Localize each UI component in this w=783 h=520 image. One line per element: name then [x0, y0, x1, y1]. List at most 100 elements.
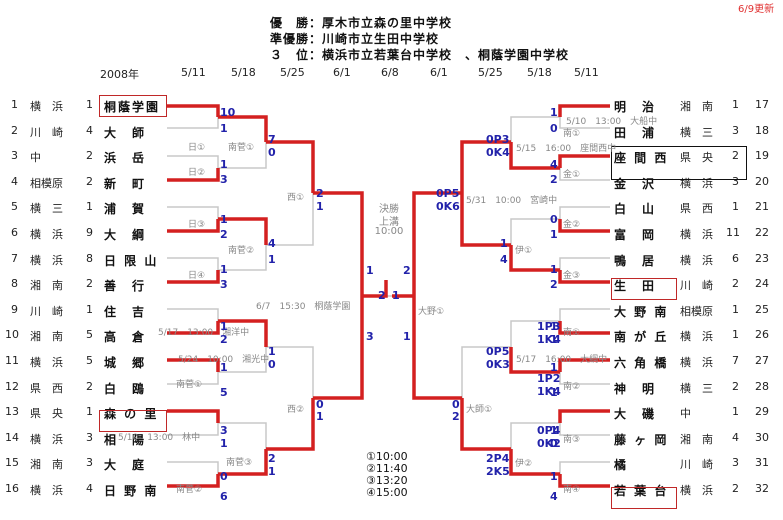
- venue-label: 大師①: [466, 405, 493, 415]
- score: 1: [392, 289, 400, 302]
- score: 0: [550, 437, 558, 450]
- team-area: 横 三: [680, 126, 713, 139]
- venue-label: 金③: [563, 271, 581, 281]
- score: 1: [550, 106, 558, 119]
- team-number: 25: [755, 303, 769, 316]
- team-seed: 2: [86, 175, 93, 188]
- score: 1: [550, 424, 558, 437]
- team-number: 2: [11, 124, 18, 137]
- score: 1: [550, 333, 558, 346]
- venue-label: 南菅③: [226, 458, 253, 468]
- score: 4: [500, 253, 508, 266]
- score: 1: [316, 200, 324, 213]
- team-seed: 1: [86, 98, 93, 111]
- team-area: 川 崎: [30, 126, 63, 139]
- score: 0: [316, 398, 324, 411]
- score: 1: [550, 361, 558, 374]
- venue-label: 南④: [563, 485, 581, 495]
- score: 4: [268, 237, 276, 250]
- third-place-line: ３ 位：横浜市立若葉台中学校 、桐蔭学園中学校: [270, 48, 570, 62]
- score: 1P2: [537, 372, 561, 385]
- venue-label: 金①: [563, 170, 581, 180]
- score: 0P4: [537, 424, 561, 437]
- round-left-4: 6/1: [333, 66, 351, 79]
- round-left-1: 5/11: [181, 66, 206, 79]
- score: 2: [403, 264, 411, 277]
- team-name: 城 郷: [104, 356, 147, 370]
- team-number: 18: [755, 124, 769, 137]
- score: 0P3: [486, 133, 510, 146]
- team-seed: 2: [732, 482, 739, 495]
- team-name: 橘: [614, 458, 629, 472]
- team-seed: 5: [86, 328, 93, 341]
- team-area: 横 浜: [680, 484, 713, 497]
- team-seed: 1: [732, 98, 739, 111]
- score: 0K2: [537, 437, 561, 450]
- score: 1: [220, 437, 228, 450]
- team-seed: 6: [732, 252, 739, 265]
- team-name: 金 沢: [614, 177, 657, 191]
- score: 7: [268, 133, 276, 146]
- team-number: 21: [755, 200, 769, 213]
- winner-highlight-toin: [99, 95, 167, 117]
- team-number: 28: [755, 380, 769, 393]
- score: 1: [220, 263, 228, 276]
- team-area: 横 浜: [30, 356, 63, 369]
- venue-label: 南①: [563, 328, 581, 338]
- team-name: 住 吉: [104, 305, 147, 319]
- score: 1: [268, 253, 276, 266]
- venue-label: 伊①: [515, 246, 533, 256]
- team-area: 横 浜: [30, 228, 63, 241]
- score: 0: [550, 122, 558, 135]
- time-slot: ④15:00: [366, 486, 408, 499]
- team-area: 川 崎: [30, 305, 63, 318]
- team-name: 座 間 西: [614, 151, 669, 165]
- venue-label: 南菅②: [228, 246, 255, 256]
- team-area: 横 浜: [680, 330, 713, 343]
- score: 1: [220, 158, 228, 171]
- score: 1: [403, 330, 411, 343]
- team-name: 神 明: [614, 382, 657, 396]
- team-name: 富 岡: [614, 228, 657, 242]
- score: 0K4: [486, 146, 510, 159]
- team-seed: 1: [732, 405, 739, 418]
- score: 1: [220, 213, 228, 226]
- team-name: 高 倉: [104, 330, 147, 344]
- team-area: 湘 南: [680, 433, 713, 446]
- score: 2: [268, 452, 276, 465]
- team-seed: 2: [86, 277, 93, 290]
- team-seed: 1: [86, 405, 93, 418]
- score: 10: [220, 106, 236, 119]
- score: 5: [220, 386, 228, 399]
- team-number: 22: [755, 226, 769, 239]
- round-right-4: 5/11: [574, 66, 599, 79]
- team-number: 20: [755, 175, 769, 188]
- team-name: 相 陽: [104, 433, 147, 447]
- team-name: 日 野 南: [104, 484, 159, 498]
- venue-label: 南②: [563, 382, 581, 392]
- venue-label: 日④: [188, 271, 206, 281]
- team-number: 14: [5, 431, 19, 444]
- score: 1K4: [537, 385, 561, 398]
- venue-label: 伊②: [515, 459, 533, 469]
- team-seed: 9: [86, 226, 93, 239]
- team-name: 大 師: [104, 126, 147, 140]
- score: 0: [220, 470, 228, 483]
- team-seed: 3: [86, 431, 93, 444]
- team-seed: 2: [86, 380, 93, 393]
- team-area: 湘 南: [30, 458, 63, 471]
- team-number: 17: [755, 98, 769, 111]
- team-name: 田 浦: [614, 126, 657, 140]
- team-name: 生 田: [614, 279, 657, 293]
- team-seed: 4: [732, 431, 739, 444]
- team-number: 7: [11, 252, 18, 265]
- match-note: 5/24 10:00 湘光中: [178, 355, 270, 365]
- score: 0: [268, 146, 276, 159]
- round-right-3: 5/18: [527, 66, 552, 79]
- team-number: 32: [755, 482, 769, 495]
- match-note: 5/10 13:00 林中: [118, 433, 201, 443]
- score: 1: [268, 465, 276, 478]
- team-area: 湘 南: [680, 100, 713, 113]
- score: 2: [452, 410, 460, 423]
